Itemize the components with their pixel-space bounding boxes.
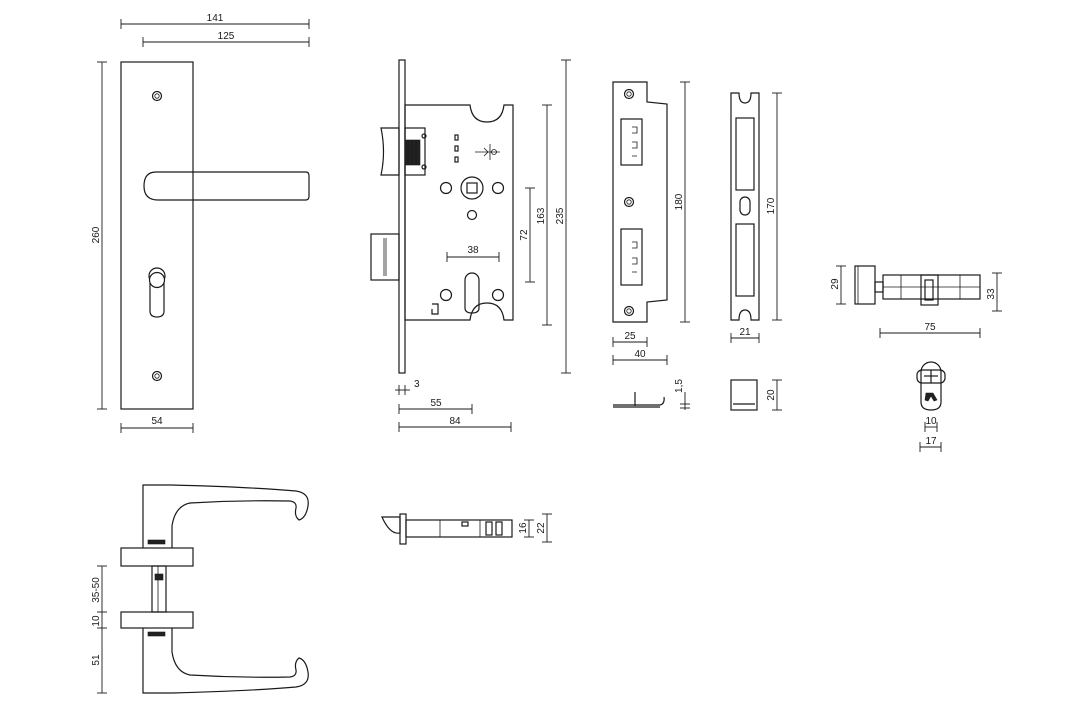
- dim-54: 54: [151, 416, 163, 427]
- plate-dimensions: 141 125 260 54: [91, 13, 310, 433]
- dim-141: 141: [207, 13, 224, 24]
- euro-cylinder: [854, 265, 981, 411]
- mortise-lock-body: [370, 59, 514, 374]
- dim-21: 21: [739, 327, 751, 338]
- dim-3: 3: [414, 379, 420, 390]
- dim-84: 84: [449, 416, 461, 427]
- cylinder-dimensions: 29 33 75 10 17: [830, 265, 1002, 452]
- dim-163: 163: [536, 207, 547, 224]
- dim-25: 25: [624, 331, 636, 342]
- latch-side-view: [381, 513, 513, 545]
- dim-75: 75: [924, 322, 936, 333]
- dim-260: 260: [91, 226, 102, 243]
- dim-10-cam: 10: [925, 416, 937, 427]
- dim-235: 235: [555, 207, 566, 224]
- strike-box: [730, 92, 760, 411]
- lever-dimensions: 35-50 10 51: [91, 565, 107, 694]
- escutcheon-plate-front-view: [120, 61, 310, 410]
- dim-17: 17: [925, 436, 937, 447]
- latch-dimensions: 16 22: [518, 513, 552, 543]
- dim-38: 38: [467, 245, 479, 256]
- dim-55: 55: [430, 398, 442, 409]
- dim-29: 29: [830, 278, 841, 290]
- dim-16: 16: [518, 522, 529, 534]
- lever-side-view: [120, 484, 309, 694]
- dim-1-5: 1,5: [674, 379, 685, 393]
- dim-125: 125: [218, 31, 235, 42]
- dim-22: 22: [536, 522, 547, 534]
- dim-33: 33: [986, 288, 997, 300]
- dim-180: 180: [674, 193, 685, 210]
- dim-40: 40: [634, 349, 646, 360]
- strike-dimensions: 180 25 40 1,5: [612, 81, 690, 410]
- dim-51: 51: [91, 654, 102, 666]
- dim-35-50: 35-50: [91, 577, 102, 603]
- box-dimensions: 170 21 20: [730, 92, 782, 411]
- dim-72: 72: [519, 229, 530, 241]
- strike-plate: [612, 81, 668, 408]
- dim-10-rose: 10: [91, 615, 102, 627]
- lock-dimensions: 38 72 163 235 3 55 84: [395, 59, 571, 432]
- dim-170: 170: [766, 197, 777, 214]
- dim-20: 20: [766, 389, 777, 401]
